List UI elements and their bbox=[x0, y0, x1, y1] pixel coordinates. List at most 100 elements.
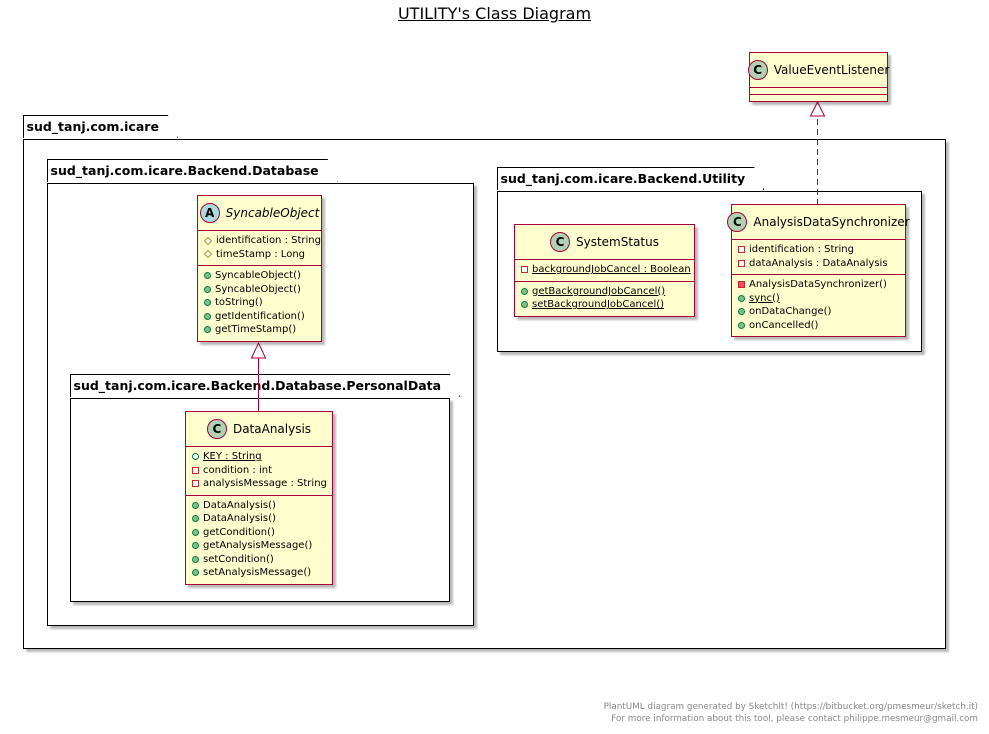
method-row: SyncableObject() bbox=[198, 283, 321, 297]
method-text: getAnalysisMessage() bbox=[203, 540, 313, 552]
field-text: identification : String bbox=[216, 235, 321, 247]
method-row: toString() bbox=[198, 296, 321, 310]
method-text: setCondition() bbox=[203, 553, 274, 565]
field-row: KEY : String bbox=[186, 450, 332, 464]
methods-section: DataAnalysis() DataAnalysis() getConditi… bbox=[186, 496, 332, 584]
class-analysis-data-synchronizer[interactable]: C AnalysisDataSynchronizer identificatio… bbox=[727, 204, 910, 337]
method-text: DataAnalysis() bbox=[203, 499, 276, 511]
methods-section: getBackgroundJobCancel() setBackgroundJo… bbox=[515, 282, 694, 316]
protected-visibility-icon bbox=[203, 250, 213, 259]
method-row: SyncableObject() bbox=[198, 269, 321, 283]
field-text: analysisMessage : String bbox=[203, 478, 327, 490]
class-name: SystemStatus bbox=[576, 235, 659, 249]
method-row: AnalysisDataSynchronizer() bbox=[732, 278, 905, 292]
field-row: timeStamp : Long bbox=[198, 248, 321, 262]
field-text: KEY : String bbox=[203, 451, 262, 463]
method-text: SyncableObject() bbox=[215, 283, 301, 295]
method-text: onDataChange() bbox=[749, 306, 832, 318]
protected-visibility-icon bbox=[203, 236, 213, 245]
class-header: C DataAnalysis bbox=[186, 412, 332, 447]
field-row: dataAnalysis : DataAnalysis bbox=[732, 257, 905, 271]
method-text: getIdentification() bbox=[215, 310, 305, 322]
public-visibility-icon bbox=[192, 515, 199, 523]
method-row: sync() bbox=[732, 292, 905, 306]
field-text: identification : String bbox=[749, 244, 854, 256]
method-row: setCondition() bbox=[186, 553, 332, 567]
private-visibility-icon bbox=[738, 259, 745, 267]
public-visibility-icon bbox=[192, 542, 199, 550]
package-root-label: sud_tanj.com.icare bbox=[23, 115, 178, 138]
public-visibility-icon bbox=[192, 569, 199, 577]
methods-section: AnalysisDataSynchronizer() sync() onData… bbox=[732, 275, 905, 336]
public-visibility-icon bbox=[738, 294, 745, 302]
class-stereotype-icon: C bbox=[206, 419, 227, 439]
method-row: onCancelled() bbox=[732, 319, 905, 333]
methods-section bbox=[750, 95, 887, 101]
public-visibility-icon bbox=[738, 308, 745, 316]
field-row: condition : int bbox=[186, 464, 332, 478]
method-text: setBackgroundJobCancel() bbox=[532, 299, 665, 311]
method-row: setAnalysisMessage() bbox=[186, 566, 332, 580]
public-visibility-icon bbox=[192, 555, 199, 563]
fields-section: backgroundJobCancel : Boolean bbox=[515, 260, 694, 282]
class-syncable-object[interactable]: A SyncableObject identification : String… bbox=[197, 195, 322, 342]
field-row: backgroundJobCancel : Boolean bbox=[515, 263, 694, 277]
method-text: getCondition() bbox=[203, 526, 275, 538]
field-row: analysisMessage : String bbox=[186, 477, 332, 491]
method-text: DataAnalysis() bbox=[203, 513, 276, 525]
field-row: identification : String bbox=[732, 243, 905, 257]
public-visibility-icon bbox=[192, 528, 199, 536]
method-text: setAnalysisMessage() bbox=[203, 567, 312, 579]
method-row: getAnalysisMessage() bbox=[186, 539, 332, 553]
method-row: getTimeStamp() bbox=[198, 323, 321, 337]
public-visibility-icon bbox=[204, 312, 211, 320]
private-visibility-icon bbox=[738, 246, 745, 254]
method-row: getIdentification() bbox=[198, 310, 321, 324]
class-data-analysis[interactable]: C DataAnalysis KEY : String condition : … bbox=[185, 411, 333, 585]
public-visibility-icon bbox=[204, 326, 211, 334]
class-value-event-listener[interactable]: C ValueEventListener bbox=[747, 52, 890, 102]
public-visibility-icon bbox=[192, 453, 199, 461]
private-visibility-icon bbox=[738, 281, 745, 289]
method-row: getBackgroundJobCancel() bbox=[515, 285, 694, 299]
private-visibility-icon bbox=[192, 466, 199, 474]
diagram-title: UTILITY's Class Diagram bbox=[397, 4, 592, 23]
class-system-status[interactable]: C SystemStatus backgroundJobCancel : Boo… bbox=[514, 224, 695, 317]
generalization-dataanalysis-to-syncable bbox=[250, 341, 267, 412]
class-name: ValueEventListener bbox=[773, 63, 890, 77]
package-utility-label: sud_tanj.com.icare.Backend.Utility bbox=[497, 167, 765, 190]
footer-line-contact: For more information about this tool, pl… bbox=[611, 714, 978, 724]
field-text: backgroundJobCancel : Boolean bbox=[532, 264, 691, 276]
method-row: DataAnalysis() bbox=[186, 499, 332, 513]
field-text: condition : int bbox=[203, 464, 272, 476]
class-name: DataAnalysis bbox=[232, 422, 312, 436]
class-stereotype-icon: C bbox=[747, 60, 768, 80]
method-row: getCondition() bbox=[186, 526, 332, 540]
realization-analysis-to-listener bbox=[809, 100, 826, 205]
class-stereotype-icon: C bbox=[727, 212, 748, 232]
field-text: timeStamp : Long bbox=[216, 248, 306, 260]
method-text: sync() bbox=[749, 292, 780, 304]
public-visibility-icon bbox=[521, 287, 528, 295]
method-text: toString() bbox=[215, 297, 263, 309]
method-text: AnalysisDataSynchronizer() bbox=[749, 279, 887, 291]
method-text: getTimeStamp() bbox=[215, 324, 297, 336]
method-row: onDataChange() bbox=[732, 305, 905, 319]
class-name: SyncableObject bbox=[225, 206, 320, 220]
public-visibility-icon bbox=[521, 301, 528, 309]
field-row: identification : String bbox=[198, 234, 321, 248]
abstract-stereotype-icon: A bbox=[199, 203, 220, 223]
public-visibility-icon bbox=[204, 272, 211, 280]
method-row: setBackgroundJobCancel() bbox=[515, 298, 694, 312]
class-header: C SystemStatus bbox=[515, 225, 694, 260]
class-header: A SyncableObject bbox=[198, 196, 321, 231]
footer-credits: PlantUML diagram generated by SketchIt! … bbox=[604, 701, 978, 725]
field-text: dataAnalysis : DataAnalysis bbox=[749, 257, 888, 269]
class-name: AnalysisDataSynchronizer bbox=[753, 215, 910, 229]
class-stereotype-icon: C bbox=[550, 232, 570, 252]
private-visibility-icon bbox=[521, 266, 528, 274]
methods-section: SyncableObject() SyncableObject() toStri… bbox=[198, 266, 321, 341]
fields-section: identification : String dataAnalysis : D… bbox=[732, 240, 905, 275]
class-header: C AnalysisDataSynchronizer bbox=[727, 205, 910, 240]
